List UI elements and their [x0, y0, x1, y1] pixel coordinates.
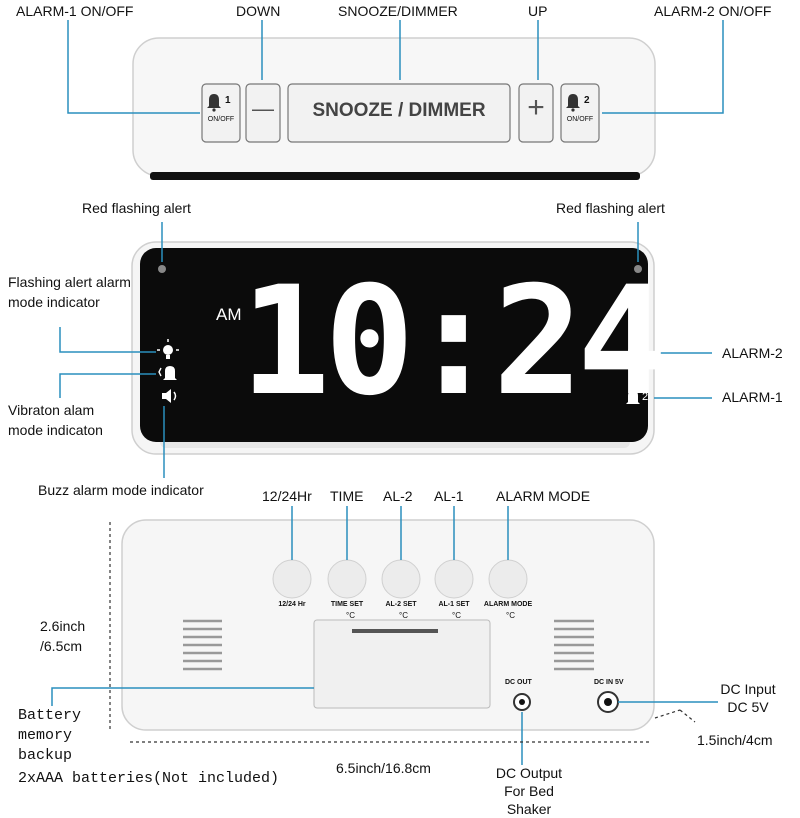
display-time: 10:24 [240, 255, 668, 429]
right-alert-light [634, 265, 642, 273]
alarm2-onoff-label: ALARM-2 ON/OFF [654, 3, 772, 19]
left-alert-light [158, 265, 166, 273]
right-speaker-grille [554, 619, 594, 671]
battery-cover-slot [352, 629, 438, 633]
battery-label: Battery memory backup [18, 707, 82, 764]
alarm1-label: ALARM-1 [722, 389, 783, 405]
top-leader-lines [67, 20, 724, 114]
up-button-shape [518, 83, 554, 143]
h12-24-label: 12/24Hr [262, 488, 312, 504]
down-label: DOWN [236, 3, 281, 19]
bell-icon [566, 94, 580, 112]
height-dimension-label: 2.6inch /6.5cm [40, 618, 86, 654]
alarm-bell-icon [626, 346, 640, 360]
display-am-indicator: AM [216, 305, 242, 324]
btn-alarm-mode[interactable]: ALARM MODE [483, 601, 533, 608]
down-button[interactable]: — [252, 96, 274, 121]
alarm2-button-number[interactable]: 2 [584, 95, 590, 106]
al1-label: AL-1 [434, 488, 464, 504]
btn-time-set[interactable]: TIME SET [330, 601, 364, 608]
clock-top-base-shadow [150, 172, 640, 180]
top-view-drawing [67, 20, 724, 180]
alarm1-button-sublabel: ON/OFF [207, 116, 235, 123]
red-alert-left-label: Red flashing alert [82, 200, 191, 216]
depth-dimension-label: 1.5inch/4cm [697, 732, 773, 748]
snooze-dimmer-button[interactable]: SNOOZE / DIMMER [312, 100, 486, 121]
temp-unit-alarm-mode: °C [506, 611, 515, 620]
back-view: 12/24 Hr TIME SET AL-2 SET AL-1 SET ALAR… [0, 480, 800, 817]
alarm1-onoff-label: ALARM-1 ON/OFF [16, 3, 134, 19]
dc-in-caption: DC IN 5V [594, 679, 624, 686]
flashing-alert-icon [157, 339, 179, 359]
btn-time-shape [327, 559, 367, 599]
alarm2-onoff-button-shape [560, 83, 600, 143]
front-leader-lines [59, 222, 712, 478]
btn-al1-set[interactable]: AL-1 SET [438, 601, 470, 608]
alarm1-indicator-number: 2 [642, 391, 649, 403]
red-alert-right-label: Red flashing alert [556, 200, 665, 216]
width-dimension-label: 6.5inch/16.8cm [336, 760, 431, 776]
al2-label: AL-2 [383, 488, 413, 504]
up-label: UP [528, 3, 548, 19]
btn-12-24-shape [272, 559, 312, 599]
vibration-icon [158, 366, 177, 380]
btn-alarm-mode-shape [488, 559, 528, 599]
flashing-alert-label: Flashing alert alarm mode indicator [8, 274, 131, 310]
btn-al1-shape [434, 559, 474, 599]
dc-out-caption: DC OUT [505, 679, 532, 686]
alarm2-label: ALARM-2 [722, 345, 783, 361]
alarm2-button-sublabel: ON/OFF [566, 116, 594, 123]
alarm2-indicator-number: 1 [642, 347, 649, 359]
alarm-mode-label: ALARM MODE [496, 488, 591, 504]
dc-output-label: DC Output For Bed Shaker [495, 765, 563, 817]
buzz-speaker-icon [162, 389, 177, 403]
back-leader-lines [51, 506, 718, 765]
temp-unit-al1: °C [452, 611, 461, 620]
bell-icon [207, 94, 221, 112]
btn-al2-shape [381, 559, 421, 599]
temp-unit-time: °C [346, 611, 355, 620]
buzz-label: Buzz alarm mode indicator [38, 482, 204, 498]
snooze-button-shape [287, 83, 511, 143]
batteries-note-label: 2xAAA batteries(Not included) [18, 770, 280, 787]
front-view-drawing [59, 222, 712, 478]
battery-cover [313, 619, 491, 709]
left-speaker-grille [183, 619, 222, 671]
front-view: AM 10:24 1 2 Red flashing alert Red flas… [0, 190, 800, 498]
temp-unit-al2: °C [399, 611, 408, 620]
time-label: TIME [330, 488, 364, 504]
snooze-dimmer-label: SNOOZE/DIMMER [338, 3, 458, 19]
alarm-bell-icon [626, 390, 640, 404]
top-view: ALARM-1 ON/OFF DOWN SNOOZE/DIMMER UP ALA… [0, 0, 800, 190]
vibration-label: Vibraton alam mode indicaton [8, 402, 103, 438]
down-button-shape [245, 83, 281, 143]
alarm1-onoff-button-shape [201, 83, 241, 143]
btn-12-24[interactable]: 12/24 Hr [278, 601, 306, 608]
up-button[interactable]: + [527, 91, 545, 124]
display-screen [140, 248, 648, 442]
back-view-drawing [51, 506, 718, 765]
dimension-lines [109, 522, 696, 743]
dc-input-label: DC Input DC 5V [720, 681, 776, 715]
alarm1-button-number[interactable]: 1 [225, 95, 231, 106]
btn-al2-set[interactable]: AL-2 SET [385, 601, 417, 608]
